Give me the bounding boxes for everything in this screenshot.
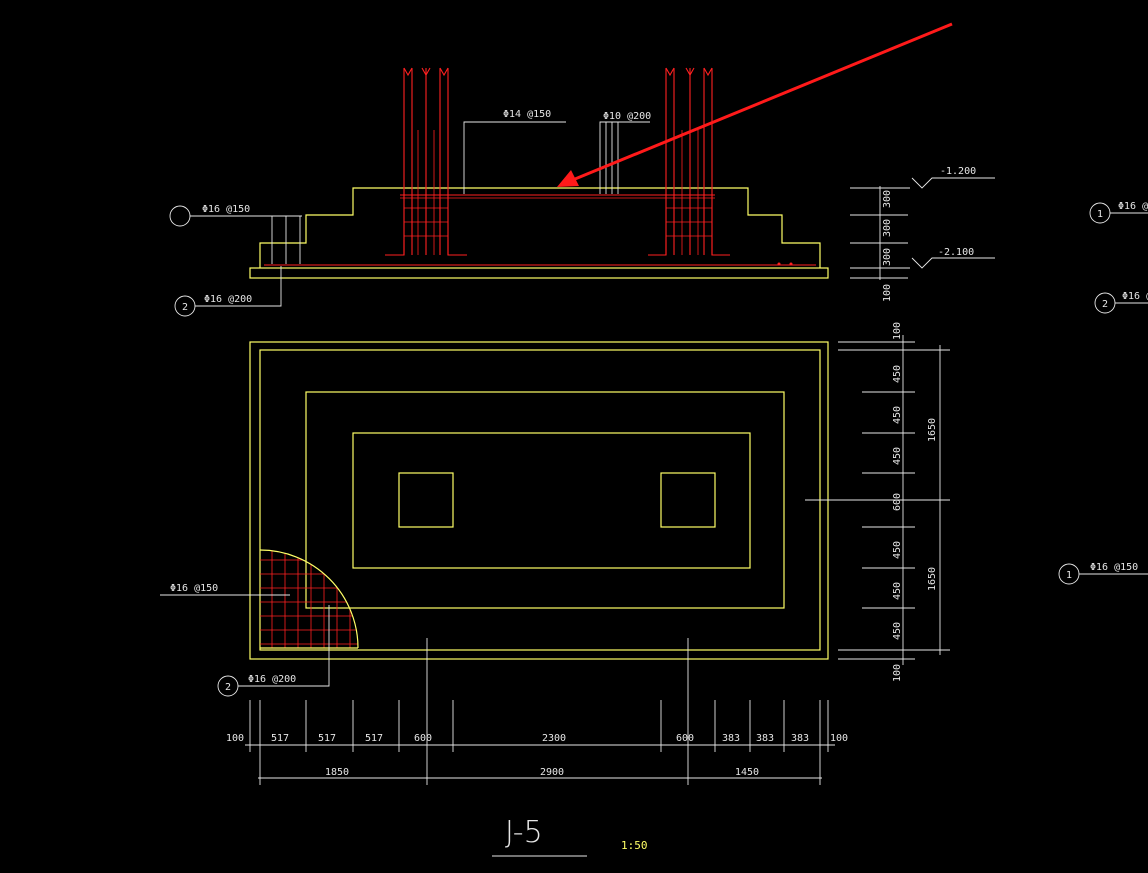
label-top-main-rebar: Φ14 @150 — [503, 109, 551, 120]
plan-marker-2-text: 2 — [225, 682, 231, 693]
plan-quadrant-arc — [259, 549, 359, 649]
edge-marker-1b-text: 1 — [1066, 570, 1072, 581]
section-dim-1: 300 — [882, 190, 893, 208]
plan-vdim-3: 450 — [892, 406, 903, 424]
right-edge-annotations: 1 Φ16 @ 2 Φ16 @ 1 Φ16 @150 — [1058, 201, 1148, 585]
edge-label-c: Φ16 @150 — [1090, 562, 1138, 573]
elevation-top: -1.200 — [940, 166, 976, 177]
plan-vdim-5: 600 — [892, 493, 903, 511]
section-footing-outline — [259, 187, 821, 268]
plan-vdim-9: 100 — [892, 664, 903, 682]
plan-hdim-4: 517 — [365, 733, 383, 744]
plan-step-1 — [305, 391, 785, 609]
section-view: Φ14 @150 Φ10 @200 Φ16 @150 2 Φ16 @200 -1… — [169, 67, 995, 317]
plan-htotal-3: 1450 — [735, 767, 759, 778]
section-marker-2-text: 2 — [182, 302, 188, 313]
plan-vertical-dims: 100 450 450 450 600 450 450 450 100 1650… — [838, 322, 950, 682]
plan-hdim-2: 517 — [271, 733, 289, 744]
section-dim-2: 300 — [882, 219, 893, 237]
arrow-head-icon — [557, 170, 579, 187]
edge-marker-1a-text: 1 — [1097, 209, 1103, 220]
plan-hdim-7: 600 — [676, 733, 694, 744]
plan-hdim-3: 517 — [318, 733, 336, 744]
plan-footing-outline — [259, 349, 821, 651]
plan-vtotal-2: 1650 — [927, 567, 938, 591]
title-block: J-5 1:50 — [492, 815, 648, 857]
plan-hdim-9: 383 — [756, 733, 774, 744]
plan-horizontal-dims: 100 517 517 517 600 2300 600 383 383 383… — [226, 700, 848, 785]
plan-vdim-2: 450 — [892, 365, 903, 383]
plan-hdim-8: 383 — [722, 733, 740, 744]
plan-vdim-8: 450 — [892, 622, 903, 640]
section-dim-3: 300 — [882, 248, 893, 266]
plan-hdim-11: 100 — [830, 733, 848, 744]
plan-column-left — [398, 472, 454, 528]
section-column-right — [648, 67, 730, 256]
section-cushion — [249, 267, 829, 279]
plan-hdim-5: 600 — [414, 733, 432, 744]
plan-hdim-10: 383 — [791, 733, 809, 744]
plan-column-right — [660, 472, 716, 528]
elevation-bottom: -2.100 — [938, 247, 974, 258]
plan-step-2 — [352, 432, 751, 569]
section-dim-4: 100 — [882, 284, 893, 302]
plan-view: Φ16 @150 2 Φ16 @200 100 450 450 450 — [160, 322, 950, 785]
label-top-dist-rebar: Φ10 @200 — [603, 111, 651, 122]
section-column-left — [385, 67, 467, 256]
drawing-title: J-5 — [505, 815, 543, 850]
section-marker-blank — [169, 205, 191, 227]
plan-vdim-4: 450 — [892, 447, 903, 465]
red-arrow-annotation — [557, 22, 953, 187]
plan-htotal-2: 2900 — [540, 767, 564, 778]
plan-cushion-outline — [249, 341, 829, 660]
plan-label-rebar-1: Φ16 @150 — [170, 583, 218, 594]
plan-vdim-6: 450 — [892, 541, 903, 559]
elevation-markers: -1.200 -2.100 — [850, 166, 995, 269]
edge-marker-2-text: 2 — [1102, 299, 1108, 310]
label-left-rebar-2: Φ16 @200 — [204, 294, 252, 305]
label-left-rebar-1: Φ16 @150 — [202, 204, 250, 215]
plan-hdim-1: 100 — [226, 733, 244, 744]
edge-label-a: Φ16 @ — [1118, 201, 1148, 212]
edge-label-b: Φ16 @ — [1122, 291, 1148, 302]
plan-vtotal-1: 1650 — [927, 418, 938, 442]
plan-vdim-1: 100 — [892, 322, 903, 340]
section-layer-dims: 300 300 300 100 — [850, 186, 908, 302]
plan-hdim-6: 2300 — [542, 733, 566, 744]
drawing-scale: 1:50 — [621, 839, 648, 852]
plan-vdim-7: 450 — [892, 582, 903, 600]
plan-htotal-1: 1850 — [325, 767, 349, 778]
plan-label-rebar-2: Φ16 @200 — [248, 674, 296, 685]
